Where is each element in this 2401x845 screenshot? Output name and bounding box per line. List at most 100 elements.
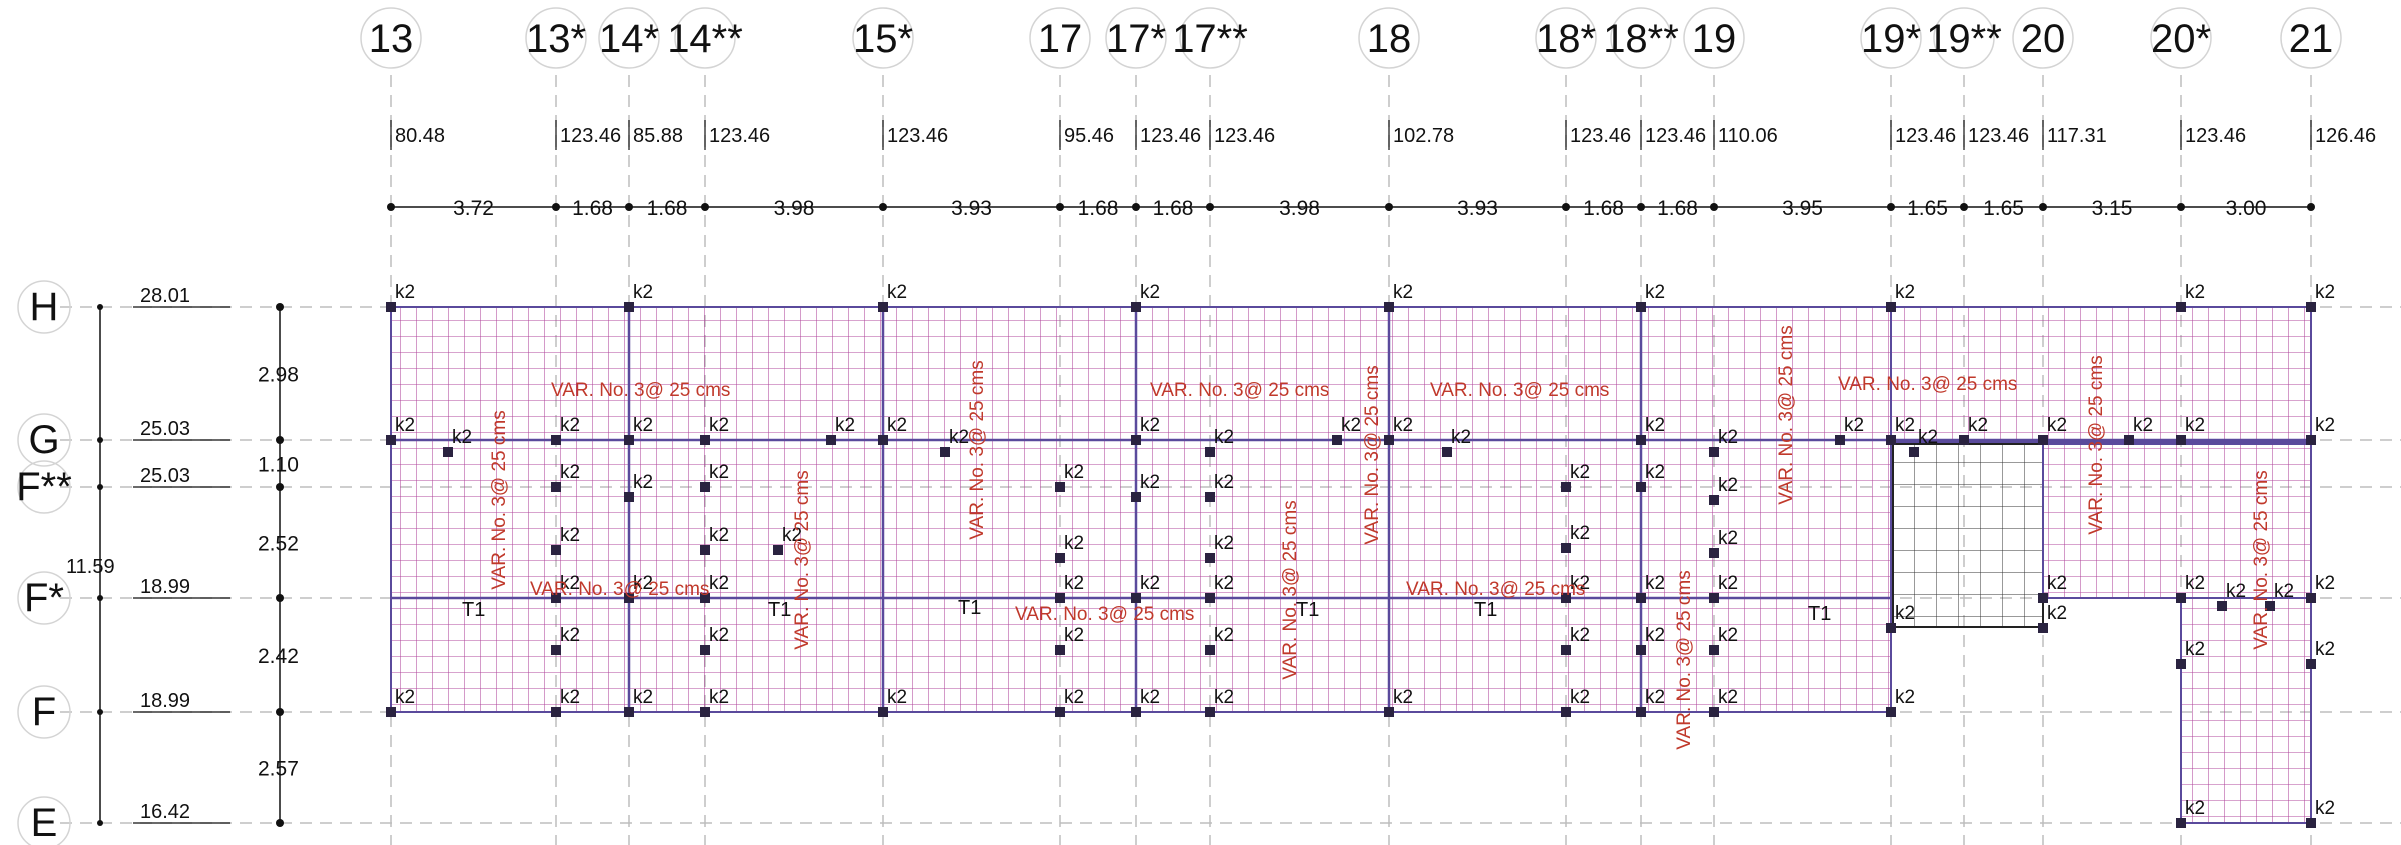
span-label: 3.00 (2226, 197, 2267, 220)
top-elevation: 123.46 (709, 125, 770, 147)
column (2306, 302, 2316, 312)
span-label: 3.15 (2092, 197, 2133, 220)
span-label: 1.65 (1907, 197, 1948, 220)
column-mark: k2 (1570, 687, 1590, 708)
column (443, 447, 453, 457)
dimension-lines (99, 206, 2311, 823)
column (551, 482, 561, 492)
row-axis-label: F (32, 690, 56, 734)
column (1561, 543, 1571, 553)
row-elevation: 18.99 (140, 576, 190, 598)
column-mark: k2 (2315, 573, 2335, 594)
column-mark: k2 (1214, 625, 1234, 646)
column-axis-label: 19** (1926, 17, 2002, 61)
column (1055, 645, 1065, 655)
column-mark: k2 (709, 525, 729, 546)
column (1055, 553, 1065, 563)
slab-right-mid (2042, 443, 2312, 599)
column-mark: k2 (2274, 581, 2294, 602)
column-mark: k2 (2315, 639, 2335, 660)
top-elevation: 85.88 (633, 125, 683, 147)
column (940, 447, 950, 457)
column (1131, 593, 1141, 603)
row-axis-label: F** (16, 465, 72, 509)
column-mark: k2 (2315, 415, 2335, 436)
column (1332, 435, 1342, 445)
row-axis-bubble (17, 796, 71, 845)
column-mark: k2 (709, 625, 729, 646)
column (1384, 435, 1394, 445)
rebar-note: VAR. No. 3@ 25 cms (1838, 374, 2017, 395)
column-mark: k2 (1645, 282, 1665, 303)
dimension-tick (2177, 203, 2185, 211)
column-axis-bubble (1358, 7, 1420, 69)
column-mark: k2 (1140, 573, 1160, 594)
row-elevation: 18.99 (140, 690, 190, 712)
column (1709, 447, 1719, 457)
top-elevation: 123.46 (887, 125, 948, 147)
column-mark: k2 (709, 415, 729, 436)
dimension-tick (97, 484, 103, 490)
column-mark: k2 (633, 282, 653, 303)
column (1636, 302, 1646, 312)
column-axis-label: 21 (2289, 17, 2334, 61)
row-spacing: 2.57 (258, 758, 299, 781)
rebar-note-vertical: VAR. No. 3@ 25 cms (967, 360, 988, 539)
column (386, 707, 396, 717)
column-mark: k2 (633, 573, 653, 594)
beam-tag: T1 (1296, 599, 1319, 621)
column-axis-label: 13* (526, 17, 586, 61)
column (551, 645, 561, 655)
row-axis-label: H (30, 285, 59, 329)
dimension-tick (2039, 203, 2047, 211)
column-mark: k2 (1140, 687, 1160, 708)
column (1205, 553, 1215, 563)
column (624, 302, 634, 312)
dimension-tick (1710, 203, 1718, 211)
column-mark: k2 (1895, 603, 1915, 624)
column-mark: k2 (2226, 581, 2246, 602)
column-axis-bubble (360, 7, 422, 69)
column (1636, 593, 1646, 603)
column (1205, 593, 1215, 603)
column-axis-bubble (852, 7, 914, 69)
column (2176, 435, 2186, 445)
column-mark: k2 (1718, 427, 1738, 448)
column-mark: k2 (1393, 415, 1413, 436)
column-mark: k2 (1064, 687, 1084, 708)
column (1055, 593, 1065, 603)
dimension-tick (276, 594, 284, 602)
column (1709, 495, 1719, 505)
dimension-tick (1206, 203, 1214, 211)
column-mark: k2 (1214, 687, 1234, 708)
span-label: 1.68 (572, 197, 613, 220)
row-spacing: 2.42 (258, 645, 299, 668)
column (1835, 435, 1845, 445)
column-mark: k2 (782, 525, 802, 546)
column (1131, 302, 1141, 312)
column-mark: k2 (1570, 462, 1590, 483)
column-mark: k2 (1645, 462, 1665, 483)
column-mark: k2 (452, 427, 472, 448)
column-axis-bubble (2150, 7, 2212, 69)
column-axis-label: 15* (853, 17, 913, 61)
column-mark: k2 (633, 415, 653, 436)
column-axis-bubble (1535, 7, 1597, 69)
column-mark: k2 (1064, 625, 1084, 646)
rebar-note-vertical: VAR. No. 3@ 25 cms (2086, 355, 2107, 534)
span-label: 3.93 (951, 197, 992, 220)
span-label: 3.93 (1457, 197, 1498, 220)
column-mark: k2 (2047, 573, 2067, 594)
column-mark: k2 (1214, 573, 1234, 594)
dimension-tick (701, 203, 709, 211)
column (700, 435, 710, 445)
row-axes: HGF**F*FE (16, 280, 72, 845)
column-mark: k2 (1451, 427, 1471, 448)
dimension-tick (97, 709, 103, 715)
dimension-tick (97, 820, 103, 826)
rebar-note: VAR. No. 3@ 25 cms (1015, 604, 1194, 625)
column-axis-bubble (2012, 7, 2074, 69)
column-mark: k2 (1895, 687, 1915, 708)
top-elevation: 123.46 (1968, 125, 2029, 147)
